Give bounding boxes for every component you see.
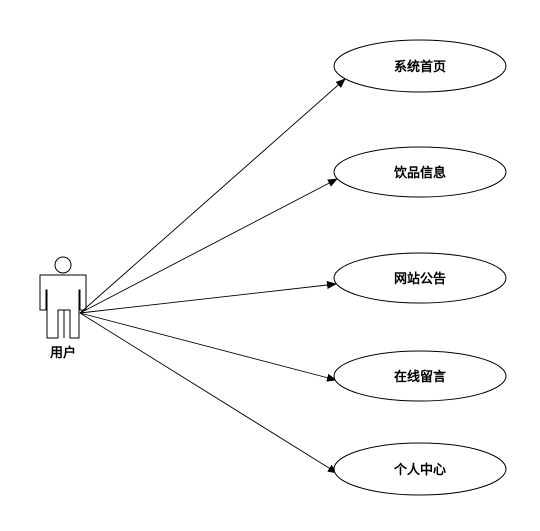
association-home xyxy=(79,78,346,314)
actor-label: 用户 xyxy=(49,345,76,361)
use-case-label: 饮品信息 xyxy=(393,165,446,181)
use-case-notice: 网站公告 xyxy=(333,252,507,304)
association-notice xyxy=(79,281,337,314)
use-case-message: 在线留言 xyxy=(333,350,507,402)
association-message xyxy=(79,312,337,382)
use-case-profile: 个人中心 xyxy=(333,442,507,496)
use-case-drinks: 饮品信息 xyxy=(333,146,507,198)
use-case-label: 系统首页 xyxy=(394,59,446,75)
use-case-label: 在线留言 xyxy=(394,369,446,385)
association-profile xyxy=(79,312,338,474)
use-case-label: 个人中心 xyxy=(393,462,446,478)
use-case-home: 系统首页 xyxy=(333,39,507,93)
use-case-label: 网站公告 xyxy=(394,271,446,287)
association-drinks xyxy=(79,178,338,314)
user-actor-icon xyxy=(39,256,87,339)
